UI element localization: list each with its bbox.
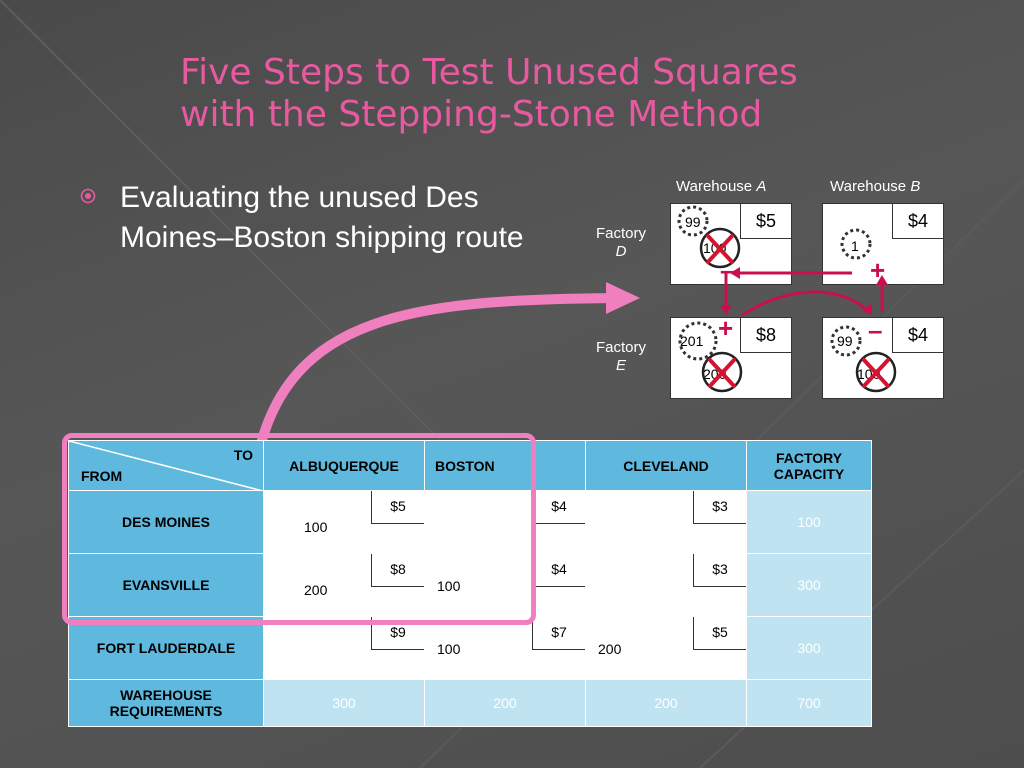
row-des-moines: DES MOINES [68,490,264,554]
amount-ev-bos: 100 [437,578,461,594]
cost-ev-bos: $4 [532,554,585,587]
req-albuquerque: 300 [263,679,425,727]
cell-ev-cle: $3 [585,553,747,617]
new-e-b: 99 [837,333,853,349]
amount-ev-alb: 200 [304,582,328,598]
cost-e-a: $8 [740,318,791,353]
circle-bullet-icon [80,188,96,204]
col-boston: BOSTON [424,440,586,491]
row-fort-lauderdale: FORT LAUDERDALE [68,616,264,680]
cost-ev-alb: $8 [371,554,424,587]
cost-dm-cle: $3 [693,491,746,524]
diagram-overlay [677,205,897,393]
cost-fl-bos: $7 [532,617,585,650]
slide-title: Five Steps to Test Unused Squares with t… [180,52,980,136]
minus-sign-d-a: – [720,255,735,285]
new-d-a: 99 [685,214,701,230]
col-capacity: FACTORY CAPACITY [746,440,872,491]
cell-dm-bos: $4 [424,490,586,554]
cost-d-a: $5 [740,204,791,239]
cell-fl-alb: $9 [263,616,425,680]
to-from-header: TO FROM [68,440,264,491]
minus-sign-e-b: – [868,315,883,345]
amount-fl-cle: 200 [598,641,622,657]
cell-fl-cle: $5 200 [585,616,747,680]
new-e-a: 201 [680,333,704,349]
to-label: TO [233,447,253,463]
req-cleveland: 200 [585,679,747,727]
diagonal-divider [69,441,263,491]
req-total: 700 [746,679,872,727]
from-label: FROM [81,468,123,484]
cell-dm-alb: $5 100 [263,490,425,554]
warehouse-a-label: Warehouse A [676,178,767,195]
capacity-dm: 100 [746,490,872,554]
req-boston: 200 [424,679,586,727]
bullet-text: Evaluating the unused Des Moines–Boston … [120,181,524,254]
row-evansville: EVANSVILLE [68,553,264,617]
cost-dm-bos: $4 [532,491,585,524]
transportation-table: TO FROM ALBUQUERQUE BOSTON CLEVELAND FAC… [68,440,872,727]
cost-fl-alb: $9 [371,617,424,650]
plus-sign-d-b: + [870,255,886,285]
title-line-2: with the Stepping-Stone Method [180,94,763,135]
cell-dm-cle: $3 [585,490,747,554]
col-cleveland: CLEVELAND [585,440,747,491]
new-d-b: 1 [851,238,859,254]
amount-fl-bos: 100 [437,641,461,657]
cost-fl-cle: $5 [693,617,746,650]
col-albuquerque: ALBUQUERQUE [263,440,425,491]
cost-d-b: $4 [892,204,943,239]
capacity-fl: 300 [746,616,872,680]
cell-fl-bos: $7 100 [424,616,586,680]
plus-sign-e-a: + [718,313,734,343]
title-line-1: Five Steps to Test Unused Squares [180,52,798,93]
amount-dm-alb: 100 [304,519,328,535]
row-requirements: WAREHOUSE REQUIREMENTS [68,679,264,727]
cost-e-b: $4 [892,318,943,353]
cost-ev-cle: $3 [693,554,746,587]
cell-d-a: $5 99 100 [670,203,792,285]
cell-ev-bos: $4 100 [424,553,586,617]
warehouse-b-label: Warehouse B [830,178,921,195]
capacity-ev: 300 [746,553,872,617]
cost-dm-alb: $5 [371,491,424,524]
bullet-point: Evaluating the unused Des Moines–Boston … [80,178,526,258]
cell-ev-alb: $8 200 [263,553,425,617]
